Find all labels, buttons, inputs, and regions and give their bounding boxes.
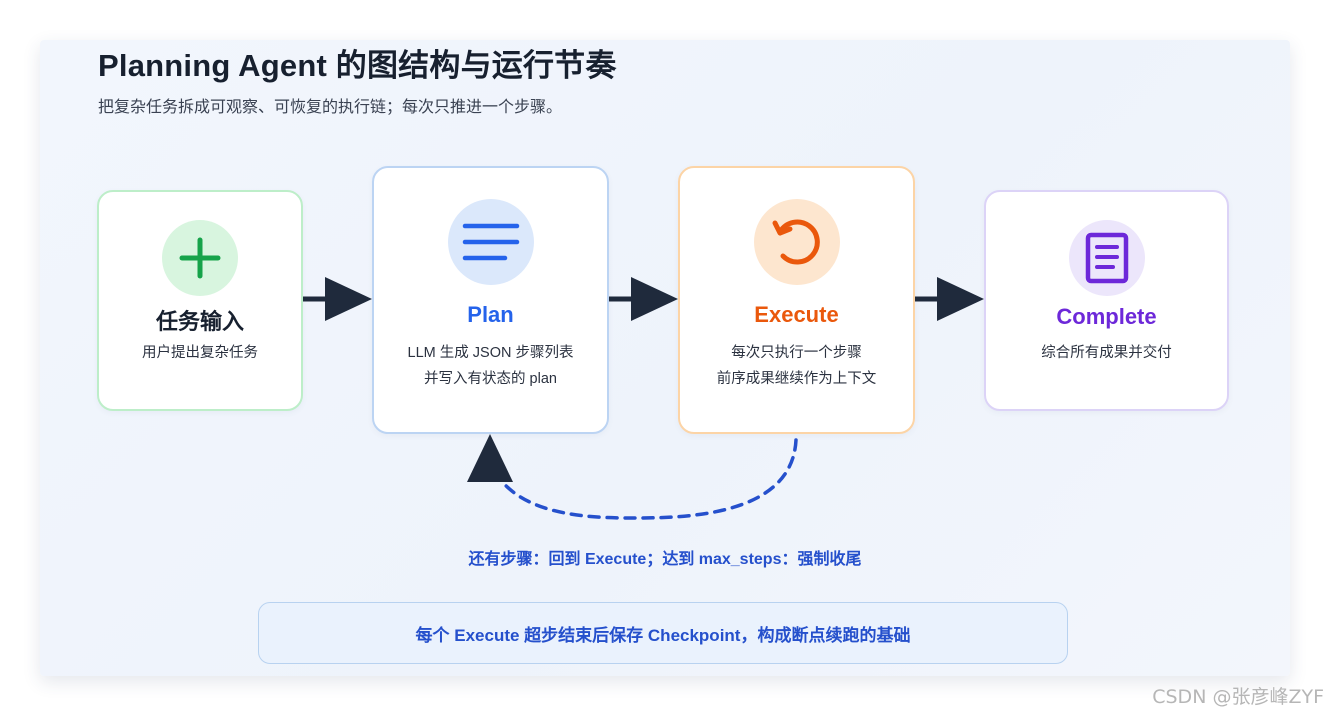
diagram-canvas: Planning Agent 的图结构与运行节奏 把复杂任务拆成可观察、可恢复的…	[40, 40, 1290, 676]
loop-note: 还有步骤：回到 Execute；达到 max_steps：强制收尾	[468, 551, 862, 568]
edge-input-to-plan	[303, 277, 372, 321]
node-title: 任务输入	[155, 309, 244, 334]
node-desc-line: 综合所有成果并交付	[1041, 345, 1172, 361]
edge-execute-loop-to-plan	[467, 434, 798, 520]
node-task-input: 任务输入 用户提出复杂任务	[97, 190, 303, 411]
page-subtitle: 把复杂任务拆成可观察、可恢复的执行链；每次只推进一个步骤。	[98, 99, 563, 116]
checkpoint-text: 每个 Execute 超步结束后保存 Checkpoint，构成断点续跑的基础	[415, 625, 911, 645]
plus-icon	[162, 220, 238, 296]
page-title: Planning Agent 的图结构与运行节奏	[98, 48, 617, 83]
menu-lines-icon	[447, 199, 534, 285]
checkpoint-banner: 每个 Execute 超步结束后保存 Checkpoint，构成断点续跑的基础	[258, 602, 1068, 664]
loop-arrowhead	[467, 434, 513, 482]
edge-execute-to-complete	[915, 277, 984, 321]
node-complete: Complete 综合所有成果并交付	[984, 190, 1229, 411]
node-title: Plan	[467, 302, 514, 327]
node-desc-line: 每次只执行一个步骤	[731, 345, 862, 361]
edges-layer	[303, 277, 984, 520]
node-execute: Execute 每次只执行一个步骤 前序成果继续作为上下文	[678, 166, 915, 434]
node-title: Execute	[754, 302, 839, 327]
watermark: CSDN @张彦峰ZYF	[1152, 686, 1324, 708]
document-icon	[1068, 220, 1145, 296]
node-desc-line: LLM 生成 JSON 步骤列表	[407, 345, 574, 361]
node-desc-line: 用户提出复杂任务	[142, 345, 258, 361]
node-desc-line: 并写入有状态的 plan	[424, 371, 557, 387]
edge-plan-to-execute	[609, 277, 678, 321]
node-desc-line: 前序成果继续作为上下文	[716, 371, 877, 387]
rotate-ccw-icon	[753, 199, 840, 285]
node-title: Complete	[1056, 304, 1157, 329]
node-plan: Plan LLM 生成 JSON 步骤列表 并写入有状态的 plan	[372, 166, 609, 434]
